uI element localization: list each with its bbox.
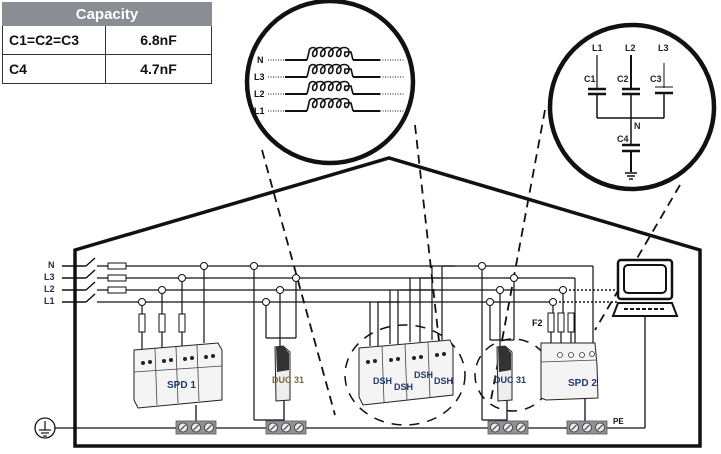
- cap-label-c3: C3: [650, 74, 662, 84]
- dsh-label-3: DSH: [414, 370, 433, 380]
- capacity-value-c4: 4.7nF: [105, 54, 212, 84]
- capacity-row: C1=C2=C3 6.8nF: [2, 25, 212, 55]
- dsh-label-4: DSH: [434, 376, 453, 386]
- spd2-label: SPD 2: [568, 378, 597, 389]
- inductor-coil: [306, 46, 354, 61]
- inductor-label-l1: L1: [254, 106, 265, 116]
- supply-label-l3: L3: [44, 272, 55, 282]
- junction-node: [262, 298, 270, 306]
- terminal-block: [175, 420, 217, 435]
- inductor-coil: [306, 63, 354, 78]
- junction-node: [200, 262, 208, 270]
- cap-label-n: N: [634, 121, 641, 131]
- junction-nodes: [138, 262, 567, 306]
- junction-node: [250, 262, 258, 270]
- capacity-name-c4: C4: [2, 54, 106, 84]
- cap-line-label-l2: L2: [625, 43, 636, 53]
- dsh-label-2: DSH: [394, 382, 413, 392]
- duc31-a-label: DUC 31: [272, 375, 304, 385]
- junction-node: [138, 298, 146, 306]
- terminal-block: [487, 420, 529, 435]
- capacity-header-row: Capacity: [2, 2, 212, 26]
- inductor-label-l3: L3: [254, 72, 265, 82]
- junction-node: [276, 286, 284, 294]
- junction-node: [510, 274, 518, 282]
- inductor-detail: N L3 L2 L1: [244, 0, 416, 166]
- dsh-label-1: DSH: [373, 376, 392, 386]
- terminal-screw-slot: [206, 424, 212, 431]
- supply-label-l1: L1: [44, 296, 55, 306]
- house-outline: [73, 156, 702, 448]
- computer-icon: [611, 258, 679, 317]
- terminal-screw-slot: [571, 424, 577, 431]
- terminal-screw-slot: [283, 424, 289, 431]
- terminal-screw-slot: [296, 424, 302, 431]
- spd2-device: SPD 2: [540, 342, 599, 401]
- junction-node: [559, 286, 567, 294]
- supply-label-l2: L2: [44, 284, 55, 294]
- junction-node: [158, 286, 166, 294]
- spd1-device: SPD 1: [133, 342, 223, 409]
- duc31-a-device: DUC 31: [272, 345, 304, 402]
- junction-node: [549, 298, 557, 306]
- data-lines-to-computer: [555, 289, 618, 303]
- inductor-coils: [268, 46, 405, 112]
- capacity-name-c1c2c3: C1=C2=C3: [2, 25, 106, 55]
- inductor-label-l2: L2: [254, 89, 265, 99]
- earth-ground-icon: [34, 417, 56, 439]
- f2-label: F2: [532, 318, 543, 328]
- capacitor-detail-circle: [547, 22, 717, 192]
- fuse-n: [107, 262, 127, 270]
- terminal-screw-slot: [518, 424, 524, 431]
- drop-wires: [141, 266, 594, 421]
- inductor-coil: [306, 97, 354, 112]
- junction-node: [486, 298, 494, 306]
- junction-node: [478, 262, 486, 270]
- cap-label-c4: C4: [617, 134, 629, 144]
- cap-line-label-l1: L1: [592, 43, 603, 53]
- terminal-screw-slot: [505, 424, 511, 431]
- terminal-screw-slot: [597, 424, 603, 431]
- duc31-b-device: DUC 31: [474, 338, 552, 412]
- terminal-screw-slot: [180, 424, 186, 431]
- cap-label-c1: C1: [584, 74, 596, 84]
- duc31-b-label: DUC 31: [494, 375, 526, 385]
- pe-label: PE: [613, 417, 624, 426]
- earth-terminals: [175, 420, 608, 435]
- terminal-screw-slot: [270, 424, 276, 431]
- terminal-screw-slot: [492, 424, 498, 431]
- spd1-label: SPD 1: [167, 380, 196, 391]
- supply-entry: N L3 L2 L1: [44, 257, 96, 306]
- terminal-screw-slot: [193, 424, 199, 431]
- inductor-label-n: N: [257, 55, 264, 65]
- junction-node: [178, 274, 186, 282]
- junction-node: [292, 274, 300, 282]
- dsh-devices: DSH DSH DSH DSH: [344, 324, 466, 426]
- spd1-fuses: [138, 313, 186, 333]
- cap-label-c2: C2: [617, 74, 629, 84]
- capacity-row: C4 4.7nF: [2, 54, 212, 84]
- fuse-l3: [107, 274, 127, 282]
- fuse-l2: [107, 286, 127, 294]
- input-fuses: [107, 262, 127, 294]
- terminal-block: [566, 420, 608, 435]
- junction-node: [496, 286, 504, 294]
- capacity-value-c1c2c3: 6.8nF: [105, 25, 212, 55]
- capacitor-detail: L1 L2 L3 C1 C2 C3 N C4: [547, 22, 717, 192]
- supply-label-n: N: [48, 260, 55, 270]
- f2-fuses: [547, 312, 575, 333]
- capacity-header: Capacity: [2, 2, 212, 26]
- inductor-coil: [306, 80, 354, 95]
- bus-lines: [97, 265, 593, 303]
- terminal-screw-slot: [584, 424, 590, 431]
- capacity-table: Capacity C1=C2=C3 6.8nF C4 4.7nF: [2, 2, 212, 84]
- cap-line-label-l3: L3: [658, 43, 669, 53]
- terminal-block: [265, 420, 307, 435]
